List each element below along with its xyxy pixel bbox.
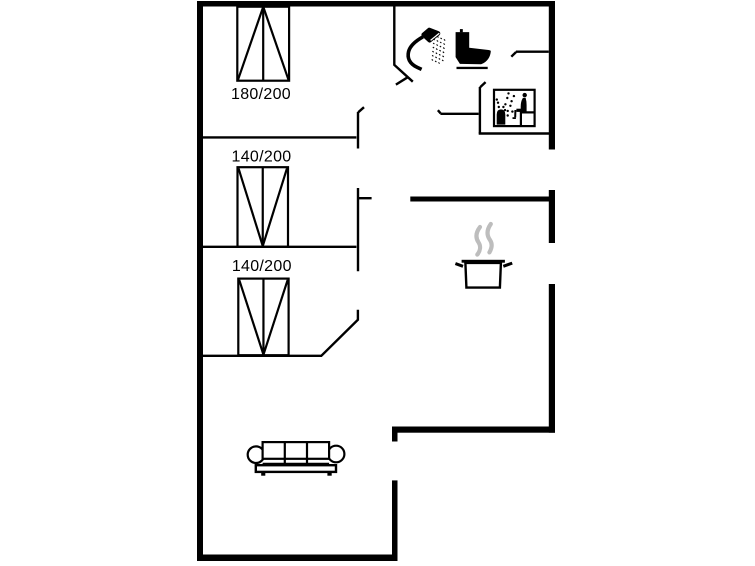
svg-text:140/200: 140/200: [232, 258, 292, 275]
svg-text:180/200: 180/200: [231, 86, 291, 103]
svg-text:140/200: 140/200: [232, 148, 292, 165]
